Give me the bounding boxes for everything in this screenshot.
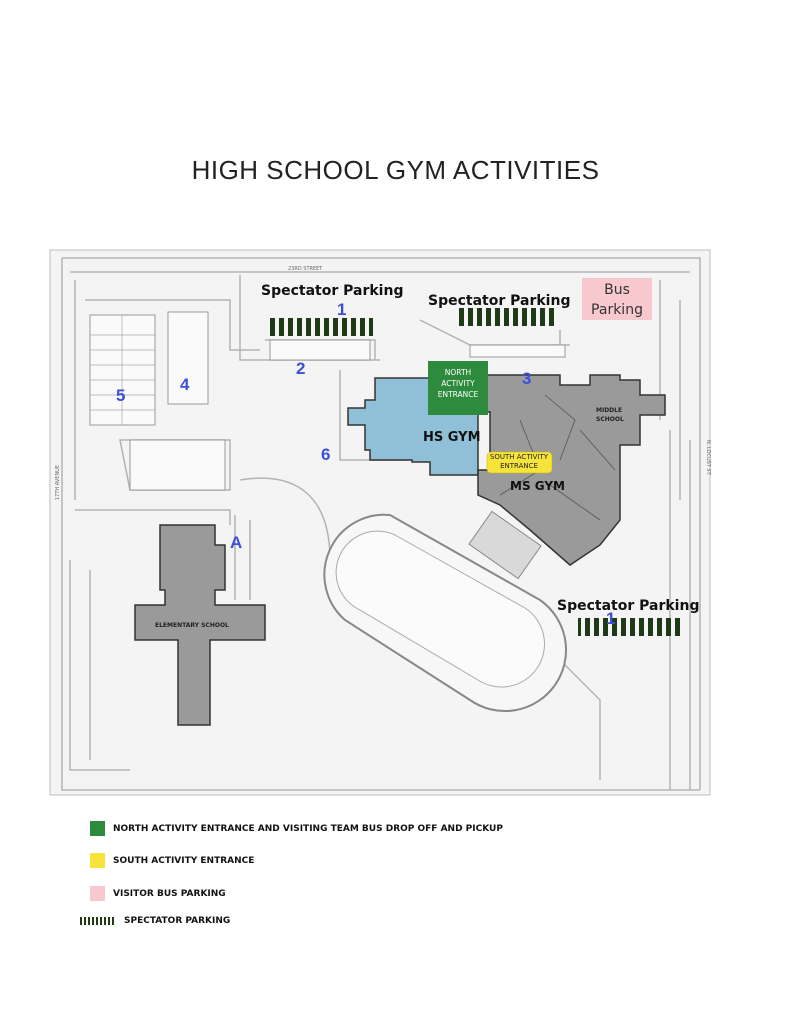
legend-swatch-green	[90, 821, 105, 836]
legend-swatch-yellow	[90, 853, 105, 868]
track-and-field	[323, 510, 568, 713]
legend-item-bus-parking: VISITOR BUS PARKING	[80, 886, 226, 901]
elementary-school-building	[134, 524, 266, 726]
ms-gym-label: MS GYM	[510, 479, 565, 493]
south-entrance-marker	[486, 451, 553, 474]
legend-label: SPECTATOR PARKING	[124, 916, 231, 926]
legend-label: SOUTH ACTIVITY ENTRANCE	[113, 855, 255, 866]
street-north-label: 23RD STREET	[288, 266, 323, 272]
spectator-parking-label-3: Spectator Parking	[557, 598, 699, 614]
legend-swatch-hatch	[80, 917, 116, 925]
elementary-school-label: ELEMENTARY SCHOOL	[155, 622, 229, 629]
spectator-parking-label-1: Spectator Parking	[261, 283, 403, 299]
legend-item-north-entrance: NORTH ACTIVITY ENTRANCE AND VISITING TEA…	[80, 821, 503, 836]
lot-letter-a: A	[230, 533, 242, 552]
lot-number-2: 2	[296, 359, 305, 378]
street-west-label: 17TH AVENUE	[55, 465, 61, 500]
street-east-label: N. LOCUST ST.	[705, 440, 711, 476]
road-outlines	[61, 257, 701, 791]
lot-number-5: 5	[116, 386, 125, 405]
spectator-parking-marker-2	[455, 308, 555, 326]
page-title: HIGH SCHOOL GYM ACTIVITIES	[191, 155, 600, 185]
lot-number-1-southeast: 1	[606, 609, 615, 628]
hs-gym-label: HS GYM	[423, 430, 481, 445]
lot-number-4: 4	[180, 375, 190, 394]
lot-number-1-north: 1	[337, 300, 346, 319]
bus-parking-marker	[582, 278, 652, 320]
spectator-parking-label-2: Spectator Parking	[428, 293, 570, 309]
lot-stripes	[90, 315, 155, 425]
lot-number-3: 3	[522, 369, 531, 388]
spectator-parking-marker-3	[578, 618, 681, 636]
legend-label: VISITOR BUS PARKING	[113, 888, 226, 899]
north-entrance-marker	[428, 361, 488, 415]
legend-item-spectator-parking: SPECTATOR PARKING	[80, 916, 230, 926]
parking-lots	[89, 311, 566, 491]
ms-building	[477, 374, 666, 566]
legend-swatch-pink	[90, 886, 105, 901]
spectator-parking-marker-1	[270, 318, 373, 336]
legend-item-south-entrance: SOUTH ACTIVITY ENTRANCE	[80, 853, 254, 868]
lot-number-6: 6	[321, 445, 330, 464]
legend-label: NORTH ACTIVITY ENTRANCE AND VISITING TEA…	[113, 823, 503, 834]
